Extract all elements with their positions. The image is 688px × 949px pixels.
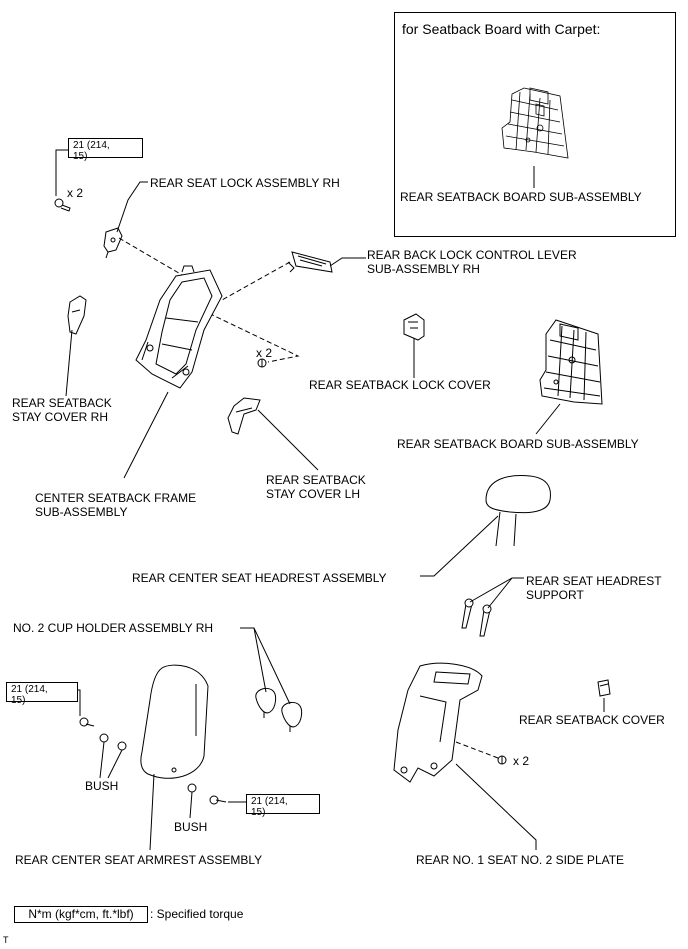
label-side-plate: REAR NO. 1 SEAT NO. 2 SIDE PLATE <box>416 853 625 867</box>
seatback-cover-illustration <box>597 679 611 697</box>
stay-cover-lh-illustration <box>227 397 261 435</box>
quantity-label-mid: x 2 <box>256 346 273 360</box>
dash-lever-to-frame <box>221 261 291 301</box>
bush2-leader <box>189 791 193 819</box>
label-lever-line-2: SUB-ASSEMBLY RH <box>367 262 480 276</box>
torque1-leader <box>55 149 68 196</box>
headrest-leader <box>420 515 499 577</box>
label-headrest-support-line-1: REAR SEAT HEADREST <box>526 574 662 588</box>
bolt-upper-left <box>54 198 71 212</box>
legend-torque-meaning: : Specified torque <box>150 907 244 921</box>
cup-holder-leader <box>240 627 291 705</box>
lock-cover-illustration <box>403 313 425 341</box>
bush-right-illustration <box>187 783 197 793</box>
label-lever-line-1: REAR BACK LOCK CONTROL LEVER <box>367 248 577 262</box>
dash-lock-to-frame <box>118 237 219 297</box>
armrest-bolt-right <box>209 795 227 805</box>
stay-cover-rh-illustration <box>67 295 87 335</box>
headrest-illustration <box>485 475 551 547</box>
seat-lock-rh-illustration <box>103 227 123 259</box>
legend-torque-unit: N*m (kgf*cm, ft.*lbf) <box>14 906 148 923</box>
torque-spec-1-line-2: 15) <box>73 151 88 162</box>
label-stay-lh-line-2: STAY COVER LH <box>266 487 361 501</box>
torque-spec-2-line-1: 21 (214, <box>11 684 48 695</box>
frame-leader <box>123 391 169 479</box>
carpet-variant-inset <box>394 12 676 237</box>
footer-mark: T <box>3 935 9 945</box>
label-armrest: REAR CENTER SEAT ARMREST ASSEMBLY <box>15 853 263 867</box>
lever-leader <box>329 257 366 267</box>
label-lock-rh: REAR SEAT LOCK ASSEMBLY RH <box>150 176 340 190</box>
torque-spec-3: 21 (214, 15) <box>246 794 320 818</box>
quantity-label-upper-left: x 2 <box>67 186 84 200</box>
board-leader <box>535 403 561 435</box>
torque-spec-2: 21 (214, 15) <box>6 682 78 706</box>
side-plate-dash <box>455 741 499 759</box>
bolt-mid <box>257 358 267 368</box>
board-illustration <box>539 319 603 405</box>
torque-spec-1-line-1: 21 (214, <box>73 140 110 151</box>
label-lock-cover: REAR SEATBACK LOCK COVER <box>309 378 491 392</box>
label-stay-rh-line-2: STAY COVER RH <box>12 410 109 424</box>
lock-lever-illustration <box>287 251 333 273</box>
inset-part-label: REAR SEATBACK BOARD SUB-ASSEMBLY <box>400 190 642 204</box>
label-bush-left: BUSH <box>85 779 119 793</box>
label-headrest-support-line-2: SUPPORT <box>526 588 584 602</box>
armrest-leader <box>149 773 155 851</box>
torque-spec-3-line-1: 21 (214, <box>251 796 288 807</box>
support-leader <box>469 577 524 609</box>
label-cup-holder: NO. 2 CUP HOLDER ASSEMBLY RH <box>13 621 214 635</box>
bush1-leader <box>99 741 123 779</box>
inset-title: for Seatback Board with Carpet: <box>402 21 601 37</box>
armrest-illustration <box>140 664 209 779</box>
quantity-label-side-plate: x 2 <box>513 754 530 768</box>
armrest-bolt-left <box>79 717 95 727</box>
torque-spec-3-line-2: 15) <box>251 807 266 818</box>
seatback-frame-illustration <box>135 265 223 389</box>
inset-board-illustration <box>501 87 569 159</box>
label-stay-rh-line-1: REAR SEATBACK <box>12 396 112 410</box>
side-plate-leader <box>455 763 537 850</box>
label-headrest: REAR CENTER SEAT HEADREST ASSEMBLY <box>132 571 387 585</box>
label-board: REAR SEATBACK BOARD SUB-ASSEMBLY <box>397 437 639 451</box>
torque-spec-1: 21 (214, 15) <box>68 138 143 162</box>
lock-rh-leader <box>116 181 148 233</box>
label-seatback-cover: REAR SEATBACK COVER <box>519 713 665 727</box>
label-stay-lh-line-1: REAR SEATBACK <box>266 473 366 487</box>
label-frame-line-1: CENTER SEATBACK FRAME <box>35 491 197 505</box>
side-plate-bolt <box>497 755 507 765</box>
label-bush-right: BUSH <box>174 820 208 834</box>
cup-holder-illustration <box>255 687 303 732</box>
headrest-support-illustration <box>461 598 492 637</box>
label-frame-line-2: SUB-ASSEMBLY <box>35 505 128 519</box>
dash-frame-to-bolts <box>201 309 300 363</box>
stay-rh-leader <box>65 329 73 397</box>
side-plate-illustration <box>393 662 483 783</box>
torque-spec-2-line-2: 15) <box>11 695 26 706</box>
stay-lh-leader <box>257 409 319 471</box>
